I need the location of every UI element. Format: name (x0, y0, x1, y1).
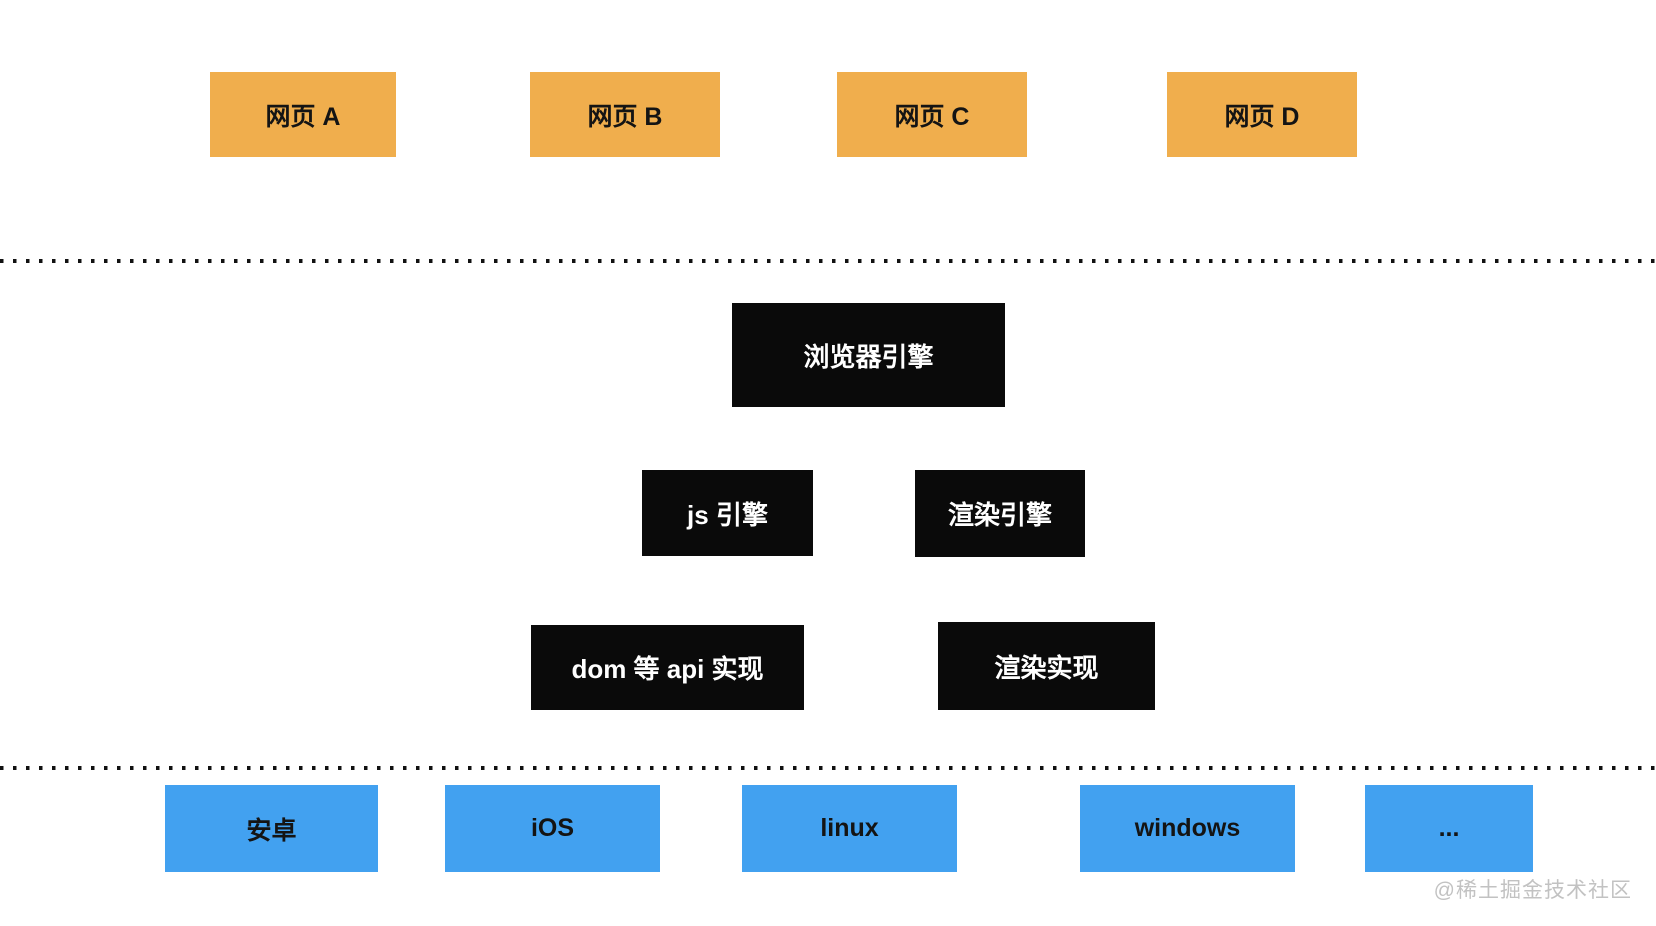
platform-android-box: 安卓 (165, 785, 378, 872)
platform-ios-box: iOS (445, 785, 660, 872)
webpage-a-box: 网页 A (210, 72, 396, 157)
js-engine-box: js 引擎 (642, 470, 813, 556)
platform-windows-label: windows (1134, 814, 1241, 842)
dom-api-implementation-label: dom 等 api 实现 (571, 654, 764, 684)
webpage-b-label: 网页 B (587, 102, 663, 131)
platform-android-label: 安卓 (246, 816, 297, 845)
platform-ios-label: iOS (530, 814, 575, 842)
render-engine-label: 渲染引擎 (947, 500, 1052, 530)
dotted-divider-top (0, 259, 1656, 263)
platform-linux-box: linux (742, 785, 957, 872)
render-implementation-label: 渲染实现 (994, 652, 1099, 683)
webpage-c-label: 网页 C (894, 102, 970, 131)
browser-engine-label: 浏览器引擎 (803, 341, 934, 372)
platform-linux-label: linux (820, 814, 879, 842)
webpage-c-box: 网页 C (837, 72, 1027, 157)
webpage-a-label: 网页 A (265, 102, 341, 131)
dom-api-implementation-box: dom 等 api 实现 (531, 625, 804, 710)
js-engine-label: js 引擎 (687, 499, 768, 530)
browser-engine-box: 浏览器引擎 (732, 303, 1005, 407)
dotted-divider-bottom (0, 766, 1656, 770)
platform-windows-box: windows (1080, 785, 1295, 872)
platform-more-box: ... (1365, 785, 1533, 872)
watermark: @稀土掘金技术社区 (1433, 879, 1632, 902)
render-implementation-box: 渲染实现 (938, 622, 1155, 710)
render-engine-box: 渲染引擎 (915, 470, 1085, 557)
webpage-d-box: 网页 D (1167, 72, 1357, 157)
webpage-b-box: 网页 B (530, 72, 720, 157)
platform-more-label: ... (1438, 814, 1460, 842)
webpage-d-label: 网页 D (1224, 102, 1300, 131)
